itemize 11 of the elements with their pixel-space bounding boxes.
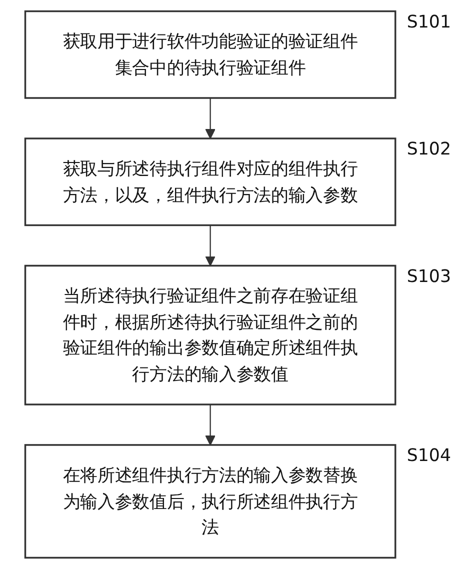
node-box: 在将所述组件执行方法的输入参数替换为输入参数值后，执行所述组件执行方法 bbox=[24, 444, 396, 559]
arrow bbox=[205, 404, 216, 446]
arrow bbox=[205, 225, 216, 266]
step-number: S102 bbox=[406, 140, 451, 160]
node-box: 当所述待执行验证组件之前存在验证组件时，根据所述待执行验证组件之前的验证组件的输出参数值确定所述组件执行方法的输入参数值 bbox=[24, 264, 396, 406]
arrow bbox=[205, 98, 216, 139]
step-number: S101 bbox=[406, 12, 451, 32]
node-box: 获取与所述待执行组件对应的组件执行方法，以及，组件执行方法的输入参数 bbox=[24, 138, 396, 226]
step-number: S103 bbox=[406, 266, 451, 287]
step-number: S104 bbox=[406, 446, 451, 466]
node-box: 获取用于进行软件功能验证的验证组件集合中的待执行验证组件 bbox=[24, 10, 396, 99]
